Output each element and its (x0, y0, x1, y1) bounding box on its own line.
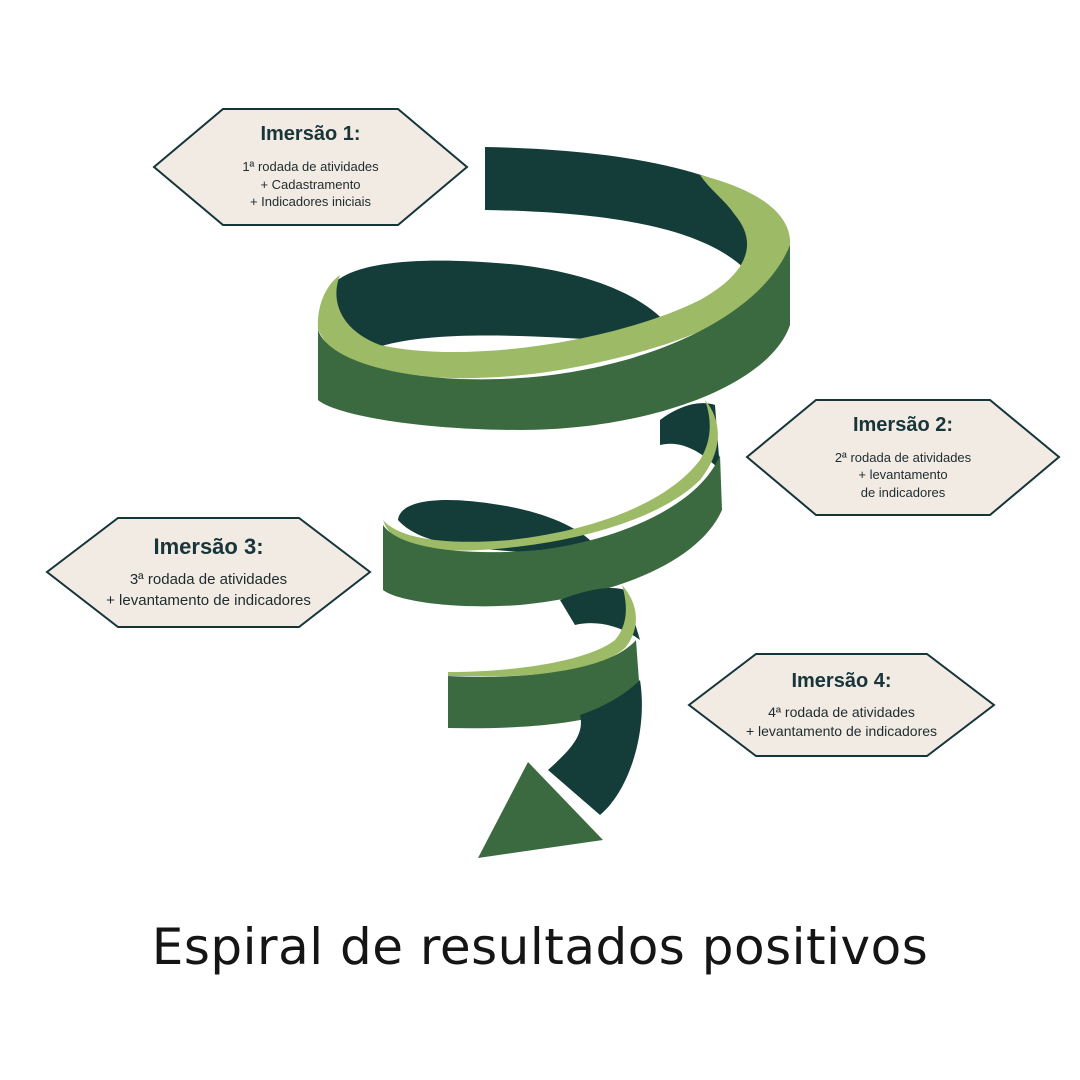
spiral-segment-loop1-edge (317, 175, 791, 379)
spiral-segment-tail (548, 680, 642, 815)
spiral-segment-loop2-band (383, 455, 722, 607)
page-title: Espiral de resultados positivos (151, 918, 929, 976)
stage-line: + Cadastramento (260, 176, 361, 192)
spiral-segment-loop1-band (318, 245, 790, 430)
stage-line: 1ª rodada de atividades (242, 159, 379, 175)
stage-title: Imersão 1: (260, 123, 361, 146)
stage-line: + levantamento (858, 467, 948, 483)
stage-card-content: Imersão 2: 2ª rodada de atividades + lev… (746, 399, 1060, 516)
stage-line: + levantamento de indicadores (745, 722, 938, 739)
spiral-segment-loop3-edge (448, 585, 636, 677)
stage-card-content: Imersão 4: 4ª rodada de atividades + lev… (688, 653, 995, 757)
stage-title: Imersão 2: (852, 413, 954, 436)
stage-card-immersion-1: Imersão 1: 1ª rodada de atividades + Cad… (152, 108, 469, 226)
stage-title: Imersão 4: (791, 669, 892, 692)
spiral-segment-top-start (485, 147, 790, 270)
stage-line: 2ª rodada de atividades (834, 449, 972, 465)
stage-card-content: Imersão 1: 1ª rodada de atividades + Cad… (153, 108, 468, 226)
hexagon-shape (152, 108, 469, 226)
stage-card-immersion-2: Imersão 2: 2ª rodada de atividades + lev… (745, 399, 1061, 516)
stage-line: 4ª rodada de atividades (768, 703, 915, 720)
spiral-segment-loop3-band (448, 640, 640, 729)
spiral-arrow-head (478, 762, 603, 858)
spiral-segment-loop1-back (324, 260, 672, 350)
spiral-segment-connector-2 (560, 588, 640, 640)
hexagon-shape (687, 653, 996, 757)
stage-line: + Indicadores iniciais (249, 194, 372, 210)
stage-line: 3ª rodada de atividades (129, 571, 288, 589)
hexagon-shape (745, 399, 1061, 516)
stage-line: + levantamento de indicadores (106, 591, 311, 609)
spiral-segment-loop2-edge (383, 400, 718, 551)
stage-card-immersion-3: Imersão 3: 3ª rodada de atividades + lev… (45, 517, 372, 628)
stage-card-content: Imersão 3: 3ª rodada de atividades + lev… (46, 517, 371, 628)
stage-title: Imersão 3: (153, 534, 264, 560)
stage-line: de indicadores (860, 484, 946, 500)
stage-card-immersion-4: Imersão 4: 4ª rodada de atividades + lev… (687, 653, 996, 757)
hexagon-shape (45, 517, 372, 628)
